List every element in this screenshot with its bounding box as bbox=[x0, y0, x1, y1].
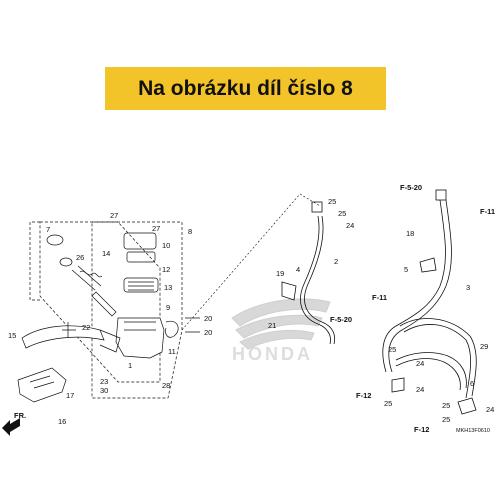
ref-f-11-top: F-11 bbox=[480, 207, 495, 216]
callout-27a: 27 bbox=[110, 211, 118, 220]
callout-25f: 25 bbox=[442, 415, 450, 424]
master-cylinder-group bbox=[17, 221, 200, 403]
callout-24a: 24 bbox=[346, 221, 354, 230]
reference-codes: F-5-20 F-11 F-11 F-5-20 F-12 F-12 MKH13F… bbox=[330, 183, 495, 434]
callout-30: 30 bbox=[100, 386, 108, 395]
callout-26: 26 bbox=[76, 253, 84, 262]
callout-27b: 27 bbox=[152, 224, 160, 233]
callout-3: 3 bbox=[466, 283, 470, 292]
ref-f-12-a: F-12 bbox=[356, 391, 371, 400]
callout-25d: 25 bbox=[384, 399, 392, 408]
callout-17: 17 bbox=[66, 391, 74, 400]
callout-12: 12 bbox=[162, 265, 170, 274]
callout-22: 22 bbox=[82, 323, 90, 332]
callout-14: 14 bbox=[102, 249, 110, 258]
callout-25b: 25 bbox=[338, 209, 346, 218]
banner-text: Na obrázku díl číslo 8 bbox=[138, 76, 353, 100]
callout-24d: 24 bbox=[486, 405, 494, 414]
drawing-code: MKH13F0610 bbox=[456, 428, 490, 434]
watermark-brand: HONDA bbox=[232, 344, 313, 364]
callout-25a: 25 bbox=[328, 197, 336, 206]
callout-4: 4 bbox=[296, 265, 300, 274]
honda-watermark: HONDA bbox=[231, 298, 331, 364]
callout-11: 11 bbox=[168, 347, 176, 356]
callout-23: 23 bbox=[100, 377, 108, 386]
brake-hoses bbox=[281, 189, 477, 415]
callout-29: 29 bbox=[480, 342, 488, 351]
callout-24b: 24 bbox=[416, 359, 424, 368]
callout-25e: 25 bbox=[442, 401, 450, 410]
ref-f-5-20-mid: F-5-20 bbox=[330, 315, 352, 324]
callout-13: 13 bbox=[164, 283, 172, 292]
ref-f-11-mid: F-11 bbox=[372, 293, 387, 302]
callout-2: 2 bbox=[334, 257, 338, 266]
callout-20b: 20 bbox=[204, 328, 212, 337]
callout-10: 10 bbox=[162, 241, 170, 250]
direction-label: FR. bbox=[14, 411, 26, 420]
callout-6: 6 bbox=[470, 379, 474, 388]
callout-15: 15 bbox=[8, 331, 16, 340]
callout-24c: 24 bbox=[416, 385, 424, 394]
ref-f-12-b: F-12 bbox=[414, 425, 429, 434]
callout-9: 9 bbox=[166, 303, 170, 312]
callout-5: 5 bbox=[404, 265, 408, 274]
callout-1: 1 bbox=[128, 361, 132, 370]
callout-18: 18 bbox=[406, 229, 414, 238]
ref-f-5-20-top: F-5-20 bbox=[400, 183, 422, 192]
callout-7: 7 bbox=[46, 225, 50, 234]
callout-labels: 27 27 8 7 10 14 26 12 13 9 20 20 22 15 1… bbox=[8, 197, 494, 426]
callout-20a: 20 bbox=[204, 314, 212, 323]
callout-21: 21 bbox=[268, 321, 276, 330]
part-number-banner: Na obrázku díl číslo 8 bbox=[105, 67, 386, 110]
arrow-icon bbox=[2, 418, 20, 436]
callout-19: 19 bbox=[276, 269, 284, 278]
callout-8: 8 bbox=[188, 227, 192, 236]
callout-16: 16 bbox=[58, 417, 66, 426]
callout-28: 28 bbox=[162, 381, 170, 390]
front-direction-indicator: FR. bbox=[2, 411, 26, 436]
callout-25c: 25 bbox=[388, 345, 396, 354]
